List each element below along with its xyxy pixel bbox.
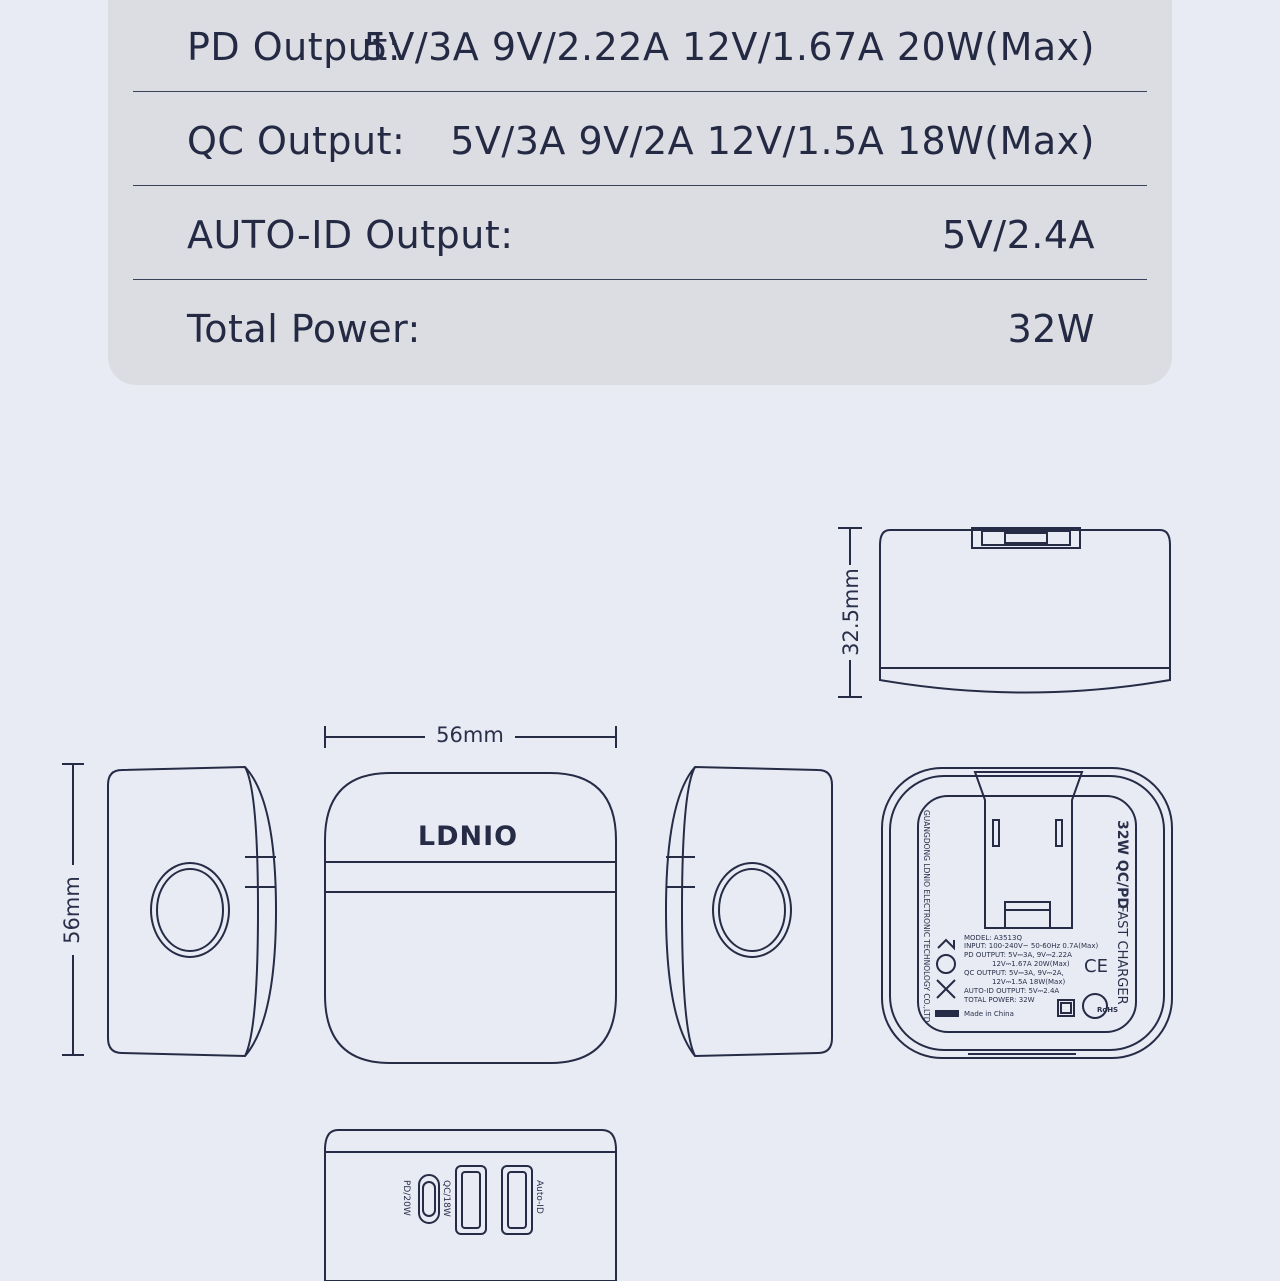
back-label-line: 12V⎓1.67A 20W(Max) <box>992 960 1070 968</box>
spec-row-qc: QC Output: 5V/3A 9V/2A 12V/1.5A 18W(Max) <box>133 93 1147 186</box>
spec-label: PD Output: <box>187 25 402 69</box>
back-label-line: MODEL: A3513Q <box>964 934 1022 942</box>
front-view <box>324 772 617 1064</box>
back-view <box>881 767 1173 1059</box>
height-dimension-label: 32.5mm <box>839 568 863 656</box>
spec-row-pd: PD Output: 5V/3A 9V/2.22A 12V/1.67A 20W(… <box>133 0 1147 92</box>
back-label-made-in: Made in China <box>964 1010 1014 1018</box>
back-label-company: GUANGDONG LDNIO ELECTRONIC TECHNOLOGY CO… <box>922 810 931 1023</box>
port-label-qc: QC/18W <box>441 1180 451 1217</box>
top-view-drawing <box>879 527 1171 694</box>
left-side-view <box>107 765 278 1058</box>
bottom-view <box>324 1129 617 1281</box>
spec-row-auto-id: AUTO-ID Output: 5V/2.4A <box>133 187 1147 280</box>
height-dimension <box>838 527 862 698</box>
spec-value: 32W <box>1007 307 1095 351</box>
back-label-line: TOTAL POWER: 32W <box>963 996 1035 1004</box>
spec-label: AUTO-ID Output: <box>187 213 514 257</box>
width-dimension-label: 56mm <box>436 723 504 747</box>
width-dimension <box>324 726 617 748</box>
back-label-title: 32W QC/PD <box>1114 820 1130 909</box>
side-dimension-label: 56mm <box>60 876 84 944</box>
back-label-line: PD OUTPUT: 5V⎓3A, 9V⎓2.22A <box>964 951 1072 959</box>
spec-panel: PD Output: 5V/3A 9V/2.22A 12V/1.67A 20W(… <box>108 0 1172 385</box>
rohs-mark: RoHS <box>1097 1006 1118 1014</box>
back-label-line: 12V⎓1.5A 18W(Max) <box>992 978 1065 986</box>
back-label-text: 32W QC/PD FAST CHARGER GUANGDONG LDNIO E… <box>922 810 1130 1023</box>
port-label-pd: PD/20W <box>401 1180 411 1216</box>
spec-label: QC Output: <box>187 119 406 163</box>
spec-label: Total Power: <box>187 307 421 351</box>
ce-mark: CE <box>1084 956 1108 977</box>
back-label-line: QC OUTPUT: 5V⎓3A, 9V⎓2A, <box>964 969 1064 977</box>
spec-value: 5V/3A 9V/2A 12V/1.5A 18W(Max) <box>450 119 1095 163</box>
brand-logo: LDNIO <box>418 821 518 852</box>
spec-value: 5V/2.4A <box>942 213 1095 257</box>
back-label-subtitle: FAST CHARGER <box>1114 905 1129 1005</box>
port-label-auto-id: Auto-ID <box>534 1180 544 1214</box>
back-label-line: AUTO-ID OUTPUT: 5V⎓2.4A <box>964 987 1059 995</box>
right-side-view <box>664 765 833 1058</box>
spec-value: 5V/3A 9V/2.22A 12V/1.67A 20W(Max) <box>363 25 1095 69</box>
spec-row-total-power: Total Power: 32W <box>133 281 1147 373</box>
back-label-line: INPUT: 100-240V~ 50-60Hz 0.7A(Max) <box>964 942 1098 950</box>
side-dimension <box>62 763 84 1056</box>
